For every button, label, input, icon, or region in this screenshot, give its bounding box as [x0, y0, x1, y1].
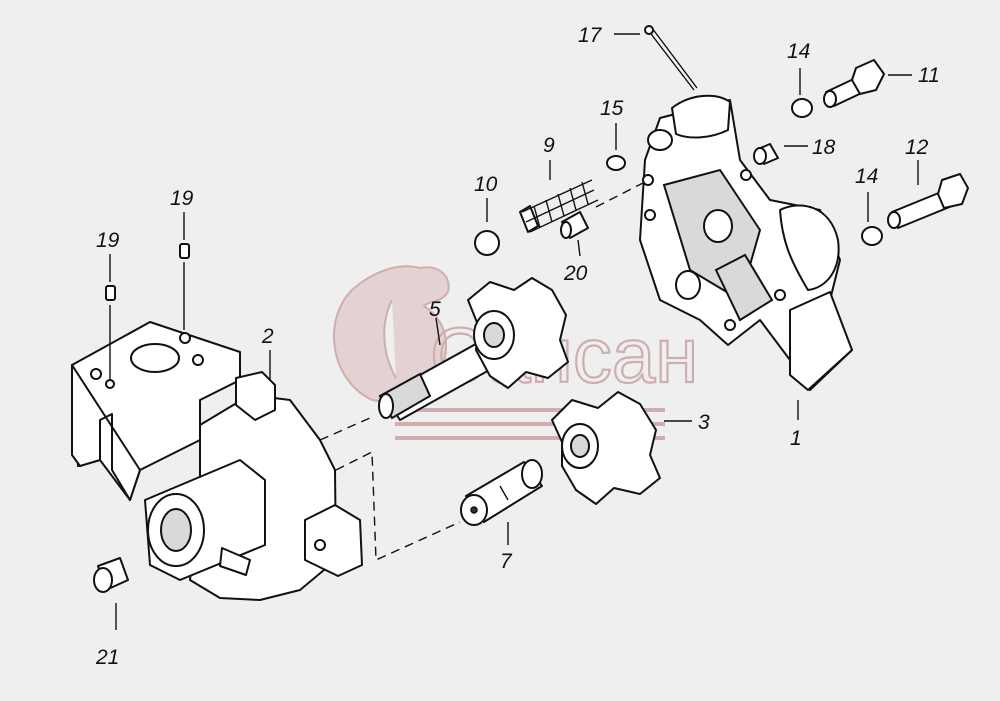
- callout-19-left: 19: [96, 229, 120, 252]
- plug-part-18: [753, 143, 779, 165]
- callout-3: 3: [698, 411, 710, 434]
- bushing-part-21: [93, 557, 129, 593]
- callout-17: 17: [578, 24, 603, 47]
- leader-lines: [109, 33, 919, 630]
- callout-18: 18: [812, 136, 836, 159]
- callout-labels: 1 2 3 5 7 9 10 11 12 14 14 15 17 18 19 1…: [95, 24, 940, 669]
- callout-5: 5: [429, 298, 441, 321]
- callout-7: 7: [500, 550, 513, 573]
- callout-19-right: 19: [170, 187, 194, 210]
- callout-11: 11: [918, 64, 940, 87]
- washer-part-14-upper: [791, 98, 813, 118]
- callout-20: 20: [563, 262, 588, 285]
- callout-21: 21: [95, 646, 119, 669]
- washer-part-15: [606, 155, 626, 171]
- callout-1: 1: [790, 427, 802, 450]
- driven-gear-part-3: [551, 391, 661, 505]
- spring-part-9: [519, 179, 599, 233]
- callout-12: 12: [905, 136, 929, 159]
- pin-part-19-right: [179, 243, 190, 259]
- callout-10: 10: [474, 173, 498, 196]
- callout-15: 15: [600, 97, 624, 120]
- callout-2: 2: [261, 325, 274, 348]
- axle-part-7: [460, 459, 543, 526]
- callout-9: 9: [543, 134, 555, 157]
- bolt-part-11: [823, 59, 885, 108]
- callout-14-upper: 14: [787, 40, 810, 63]
- bolt-part-12: [887, 173, 969, 229]
- callout-14-lower: 14: [855, 165, 878, 188]
- drive-shaft-part-5: [378, 277, 569, 421]
- ball-part-10: [474, 230, 500, 256]
- assembly-lines: [319, 182, 644, 562]
- pump-cover-part-1: [639, 94, 853, 391]
- washer-part-14-lower: [861, 226, 883, 246]
- pin-part-19-left: [105, 285, 116, 301]
- plunger-part-20: [560, 211, 589, 239]
- pump-housing-part-2: [71, 321, 363, 601]
- cotter-pin-part-17: [644, 25, 698, 91]
